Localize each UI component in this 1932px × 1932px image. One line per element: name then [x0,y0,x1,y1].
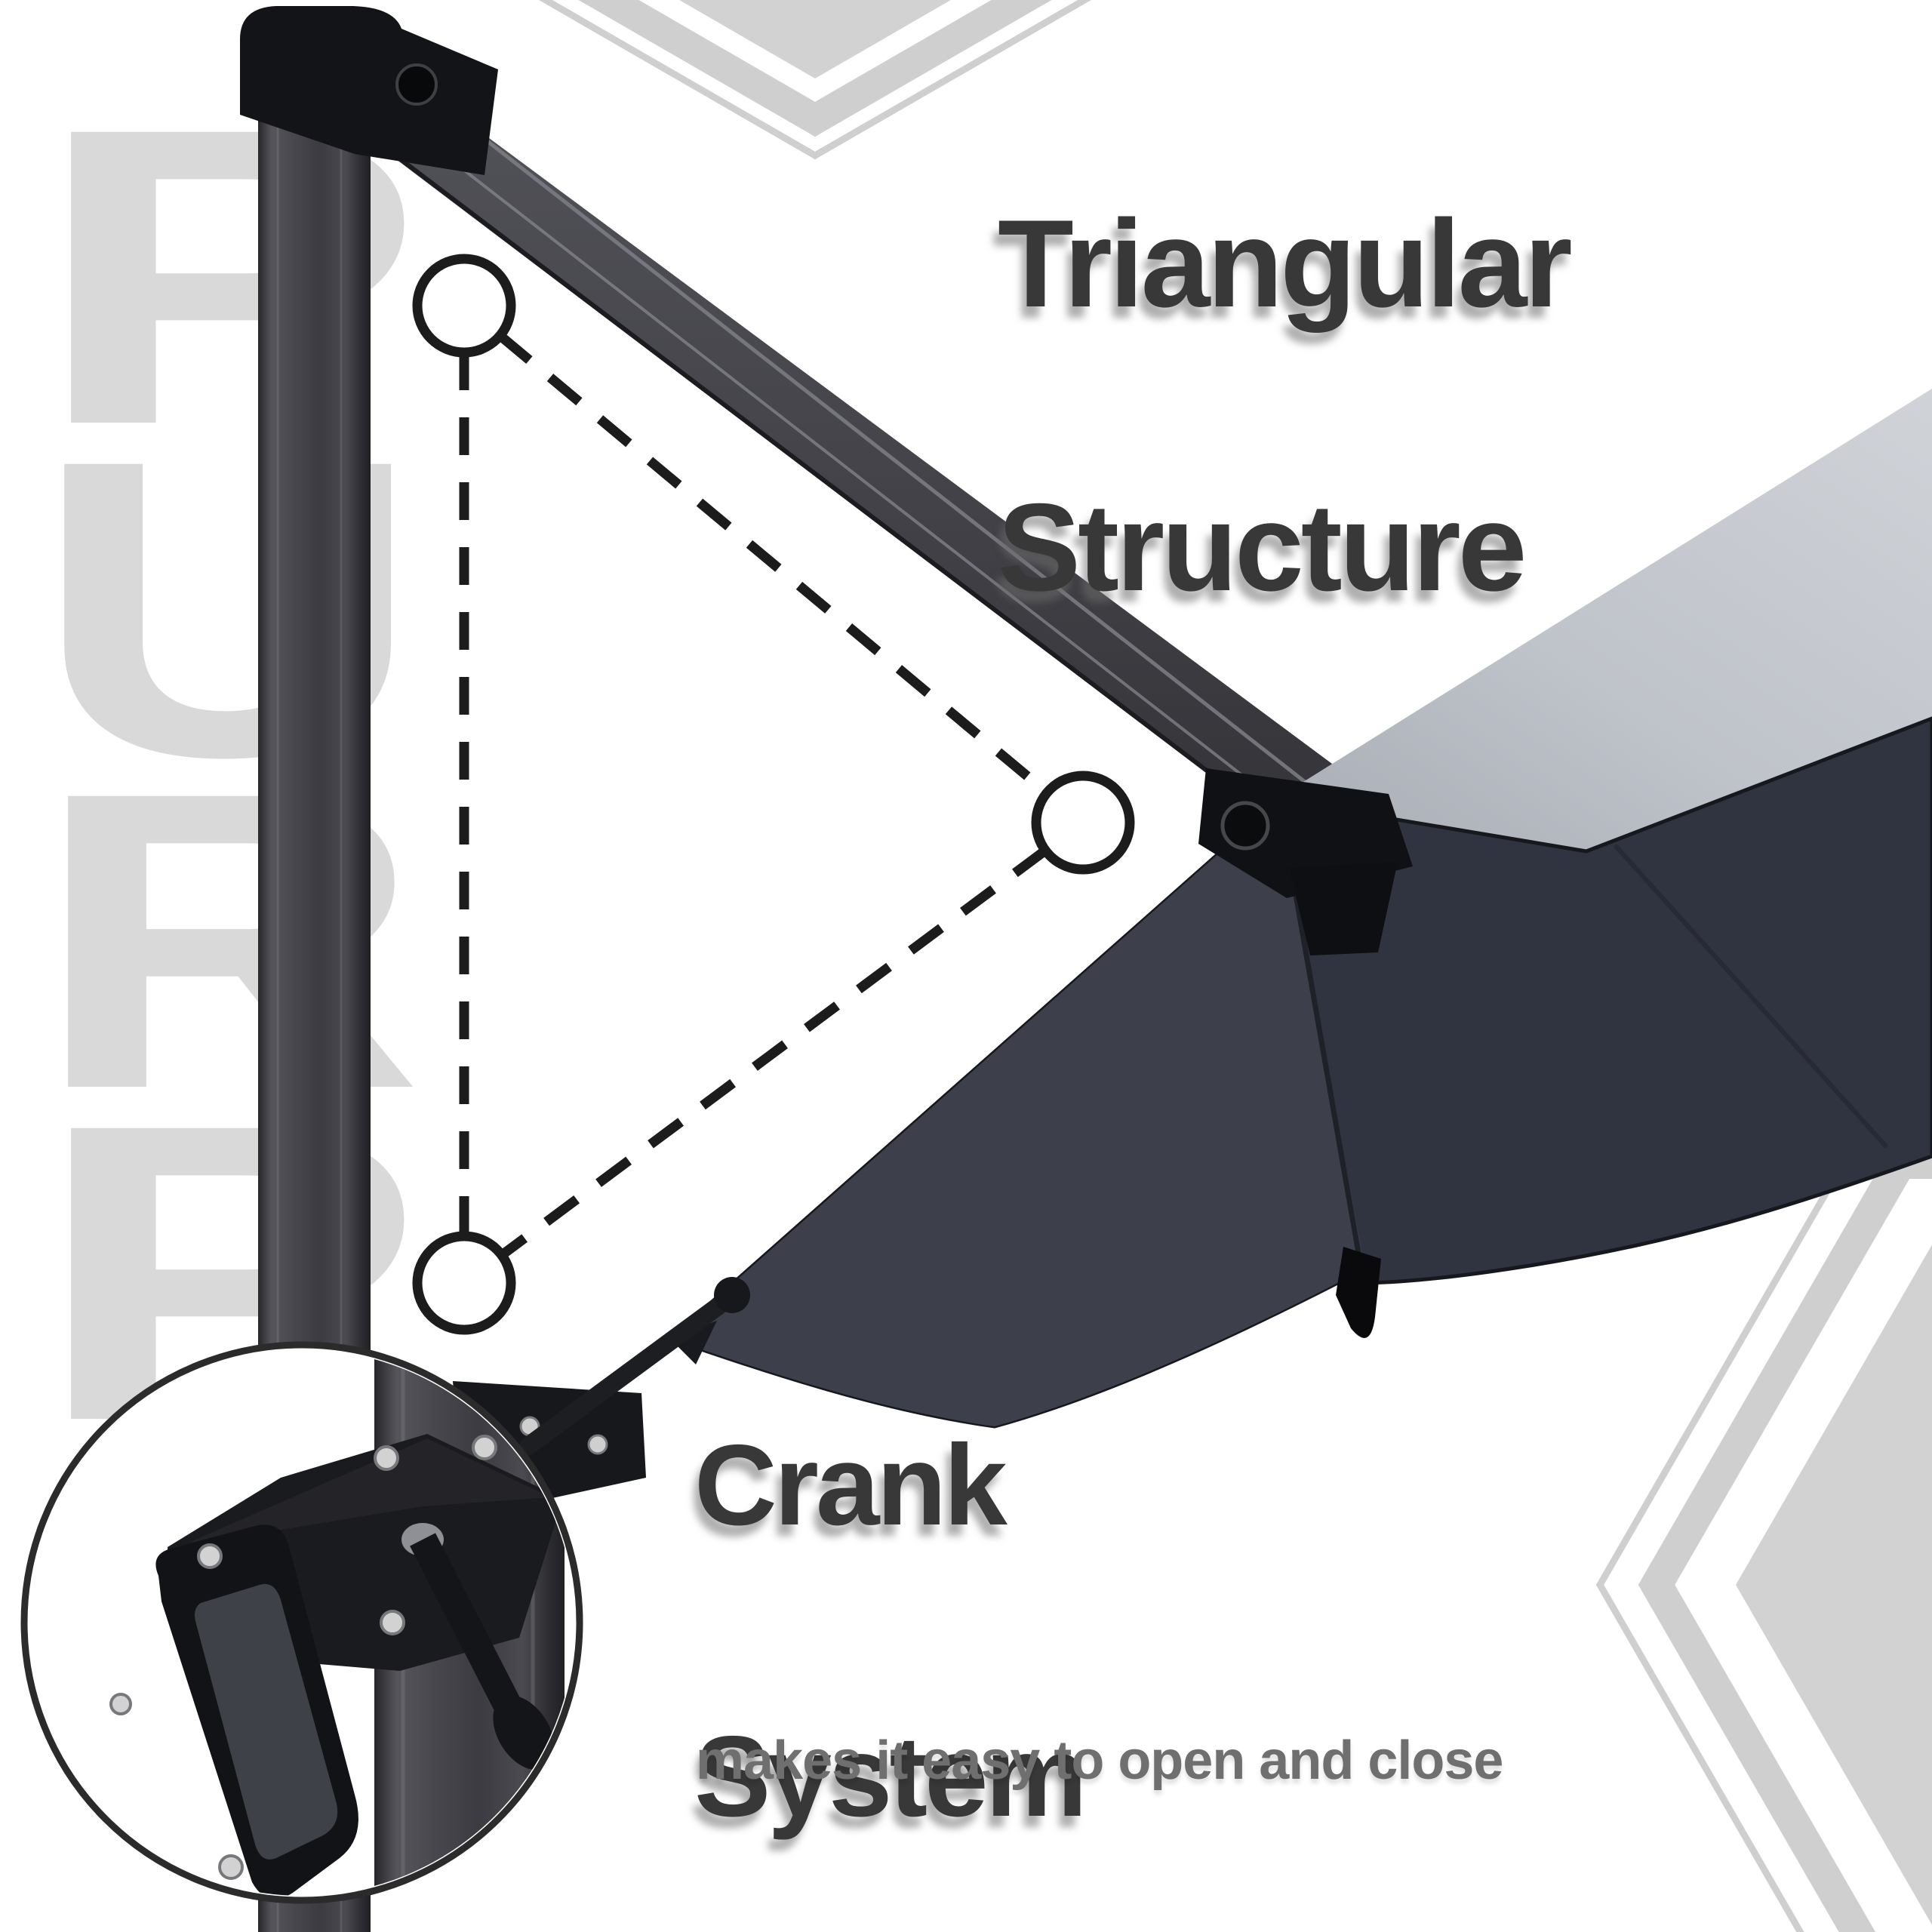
umbrella-canopy [666,389,1932,1429]
magnified-crank-handle [410,1533,523,1717]
crank-system-subtitle: makes it easy to open and close [696,1730,1503,1791]
canopy-rib-end-cap [1336,1247,1381,1338]
canopy-seam [1613,843,1889,1149]
hexagon-decoration-top [538,0,1092,160]
triangle-dashed-side-top [497,332,1051,796]
crank-line-2: System [694,1712,1088,1841]
canopy-left-tip [670,1321,717,1364]
housing-screws [109,1435,497,1880]
crank-handle-actual [519,1294,732,1455]
crank-line-1: Crank [694,1421,1008,1549]
hub-bolt [1220,801,1270,851]
magnified-crank-knob [493,1695,555,1770]
magnified-handle-cutout [195,1583,338,1860]
triangular-structure-title: Triangular Structure [998,192,1573,618]
canopy-top-panel [1232,389,1932,851]
title-line-1: Triangular [998,194,1573,333]
canopy-left-panel [670,800,1367,1426]
crank-knob-actual [714,1277,750,1313]
triangle-vertex-circle-middle [1031,771,1135,875]
crank-system-title: Crank System [694,1413,1088,1850]
triangle-vertex-circle-top [412,254,516,358]
triangle-dashed-side-bottom [499,846,1048,1260]
magnifier-circle [20,1341,583,1904]
cap-bolt [395,63,438,106]
triangle-vertex-circle-bottom [412,1231,516,1335]
triangular-structure-annotation [412,254,1135,1335]
magnifier-ring [20,1341,583,1904]
umbrella-arm [353,62,1358,854]
title-line-2: Structure [998,478,1527,617]
pole-top-cap [240,6,498,175]
arm-hub-clamp [1198,768,1413,955]
